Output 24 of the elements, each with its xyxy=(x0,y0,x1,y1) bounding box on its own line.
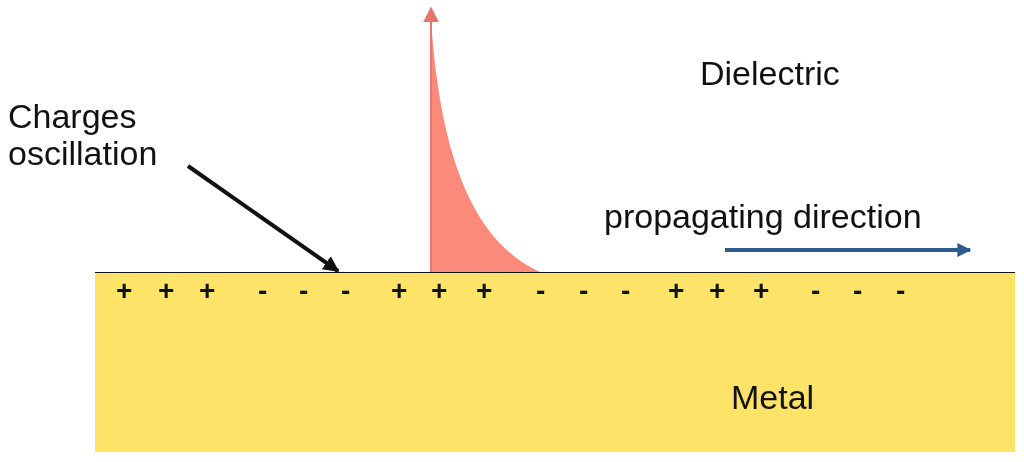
charge-sign: + xyxy=(116,276,133,307)
charge-sign: - xyxy=(811,276,821,307)
charge-sign: + xyxy=(391,276,408,307)
leader-arrow xyxy=(186,164,340,273)
charge-sign: + xyxy=(158,276,175,307)
charge-sign: - xyxy=(621,276,631,307)
charge-sign: + xyxy=(199,276,216,307)
charge-sign: - xyxy=(579,276,589,307)
charge-sign: + xyxy=(709,276,726,307)
charge-sign: - xyxy=(536,276,546,307)
charge-sign: + xyxy=(668,276,685,307)
region-label: Metal xyxy=(731,379,815,417)
charge-sign: + xyxy=(753,276,770,307)
charge-sign: - xyxy=(258,276,268,307)
region-label: Dielectric xyxy=(700,55,840,93)
charge-sign: + xyxy=(476,276,493,307)
direction-label: propagating direction xyxy=(604,198,922,236)
charge-sign: - xyxy=(896,276,906,307)
charge-sign: - xyxy=(853,276,863,307)
metal-slab xyxy=(95,272,1015,452)
charge-sign: + xyxy=(431,276,448,307)
charge-sign: - xyxy=(299,276,309,307)
charge-sign: - xyxy=(341,276,351,307)
callout-text: Charges oscillation xyxy=(8,98,159,173)
